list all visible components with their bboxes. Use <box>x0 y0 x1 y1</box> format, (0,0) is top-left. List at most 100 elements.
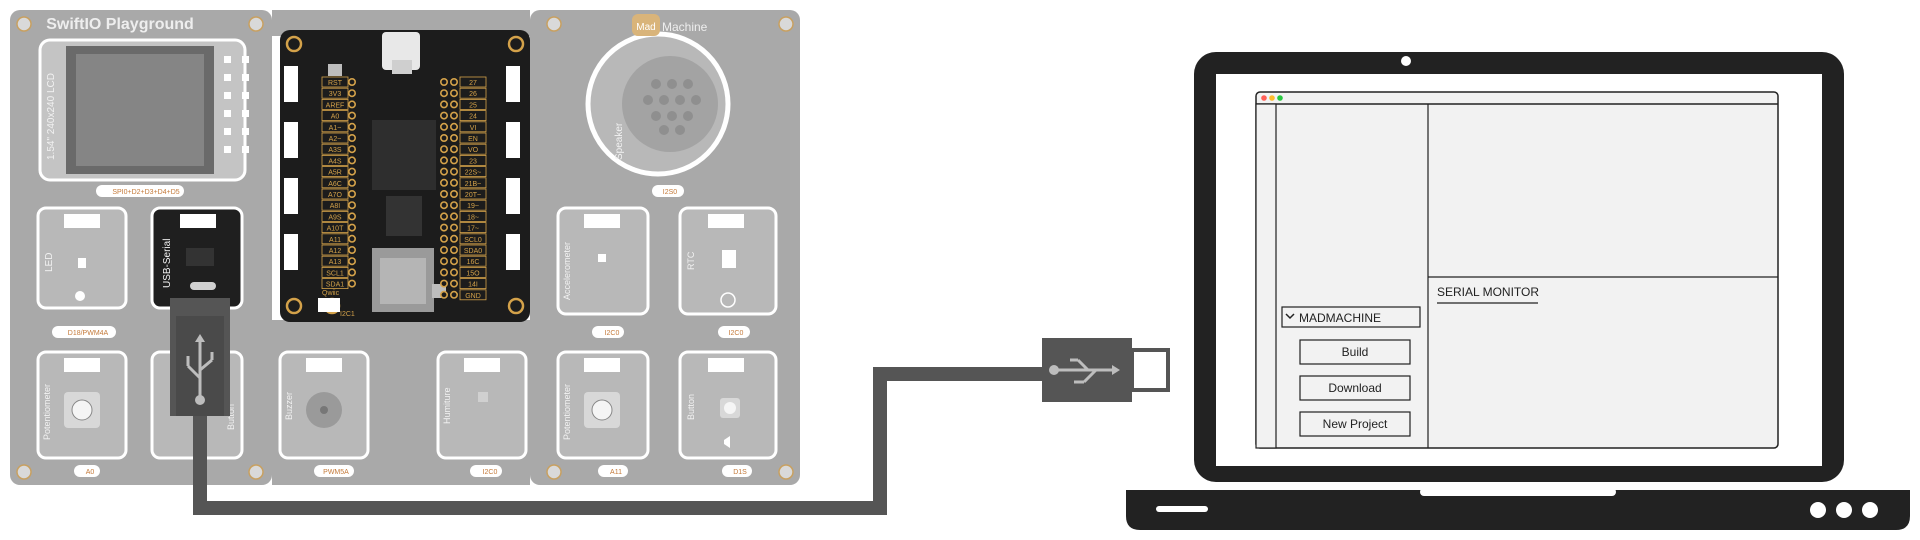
header-pin <box>451 135 457 141</box>
header-pin <box>441 135 447 141</box>
activity-bar <box>1256 104 1276 448</box>
header-pin <box>441 79 447 85</box>
pin-label: A2~ <box>329 136 342 143</box>
potentiometer-left-tag: A0 <box>86 469 95 476</box>
qwiic-label: Qwiic <box>322 290 340 297</box>
brand-text: Machine <box>662 20 708 34</box>
pin-label: 22S~ <box>465 170 482 177</box>
ide-window: MADMACHINE Build Download New Project SE… <box>1256 92 1778 448</box>
lcd-label: 1.54" 240x240 LCD <box>46 73 57 160</box>
build-button-label: Build <box>1342 345 1369 359</box>
download-button[interactable]: Download <box>1300 376 1410 400</box>
minimize-window-icon[interactable] <box>1269 95 1275 101</box>
potentiometer-left-label: Potentiometer <box>42 384 52 440</box>
pin-label: A7O <box>328 192 343 199</box>
pin-label: A10T <box>327 226 344 233</box>
header-pin <box>441 213 447 219</box>
header-pin <box>349 258 355 264</box>
pin-label: A11 <box>329 237 341 244</box>
header-pin <box>451 258 457 264</box>
pin-label: VO <box>468 147 479 154</box>
header-pin <box>349 269 355 275</box>
pin-label: VI <box>470 125 477 132</box>
rtc-label: RTC <box>686 251 696 270</box>
speaker-tag: I2S0 <box>663 189 678 196</box>
header-pin <box>349 101 355 107</box>
potentiometer-right-label: Potentiometer <box>562 384 572 440</box>
header-pin <box>441 168 447 174</box>
header-pin <box>451 236 457 242</box>
potentiometer-right-module: Potentiometer A11 <box>558 352 648 477</box>
mcu-chip <box>372 120 436 190</box>
pin-label: A9S <box>328 214 342 221</box>
header-pin <box>441 191 447 197</box>
pin-label: GND <box>465 293 481 300</box>
header-pin <box>441 258 447 264</box>
header-pin <box>451 112 457 118</box>
header-pin <box>349 135 355 141</box>
header-pin <box>349 157 355 163</box>
potentiometer-right-tag: A11 <box>610 469 622 476</box>
header-pin <box>441 202 447 208</box>
usb-serial-label: USB-Serial <box>162 239 173 288</box>
led-label: LED <box>44 253 55 272</box>
header-pin <box>349 112 355 118</box>
header-pin <box>441 157 447 163</box>
pin-label: A13 <box>329 259 342 266</box>
laptop: MADMACHINE Build Download New Project SE… <box>1126 52 1910 530</box>
pin-label: SDA1 <box>326 282 344 289</box>
header-pin <box>451 124 457 130</box>
build-button[interactable]: Build <box>1300 340 1410 364</box>
pin-label: SCL0 <box>464 237 482 244</box>
header-pin <box>451 191 457 197</box>
header-pin <box>441 146 447 152</box>
pin-label: 26 <box>469 91 477 98</box>
humiture-label: Humiture <box>442 387 452 424</box>
serial-monitor-title: SERIAL MONITOR <box>1437 285 1539 299</box>
header-pin <box>451 280 457 286</box>
header-pin <box>349 191 355 197</box>
header-pin <box>451 146 457 152</box>
header-pin <box>349 280 355 286</box>
pin-label: 25 <box>469 102 477 109</box>
board-title: SwiftIO Playground <box>46 16 194 33</box>
header-pin <box>441 112 447 118</box>
header-pin <box>349 180 355 186</box>
new-project-button[interactable]: New Project <box>1300 412 1410 436</box>
maximize-window-icon[interactable] <box>1277 95 1283 101</box>
pin-label: 18~ <box>467 214 479 221</box>
pin-label: A6C <box>328 181 342 188</box>
swiftio-board: Qwiic I2C1 RST3V3AREFA0A1~A2~A3SA4SA5RA6… <box>280 30 530 322</box>
header-pin <box>441 292 447 298</box>
mount-hole <box>249 465 263 479</box>
pin-label: EN <box>468 136 478 143</box>
mount-hole <box>779 465 793 479</box>
tree-header[interactable]: MADMACHINE <box>1282 307 1420 327</box>
pin-label: 3V3 <box>329 91 342 98</box>
header-pin <box>441 224 447 230</box>
pin-label: 15O <box>466 270 480 277</box>
lcd-module: 1.54" 240x240 LCD SPI0+D2+D3+D4+D5 <box>40 40 249 197</box>
header-pin <box>349 213 355 219</box>
header-pin <box>349 168 355 174</box>
pin-label: SDA0 <box>464 248 482 255</box>
trackpad-notch <box>1420 488 1616 496</box>
pin-label: A3S <box>328 147 342 154</box>
close-window-icon[interactable] <box>1261 95 1267 101</box>
pin-label: A12 <box>329 248 342 255</box>
pin-label: 21B~ <box>465 181 482 188</box>
buzzer-label: Buzzer <box>284 392 294 420</box>
humiture-tag: I2C0 <box>483 469 498 476</box>
pin-label: 14I <box>468 282 478 289</box>
usb-serial-module: USB-Serial <box>152 208 242 308</box>
playground-board: SwiftIO Playground 1.54" 240x240 LCD SPI… <box>10 10 800 485</box>
header-pin <box>441 124 447 130</box>
pin-label: A4S <box>328 158 342 165</box>
pin-label: 24 <box>469 114 477 121</box>
button-right-label: Button <box>686 394 696 420</box>
speaker-label: Speaker <box>614 122 625 160</box>
lcd-tag: SPI0+D2+D3+D4+D5 <box>112 189 179 196</box>
mount-hole <box>249 17 263 31</box>
mount-hole <box>547 465 561 479</box>
accelerometer-tag: I2C0 <box>605 330 620 337</box>
